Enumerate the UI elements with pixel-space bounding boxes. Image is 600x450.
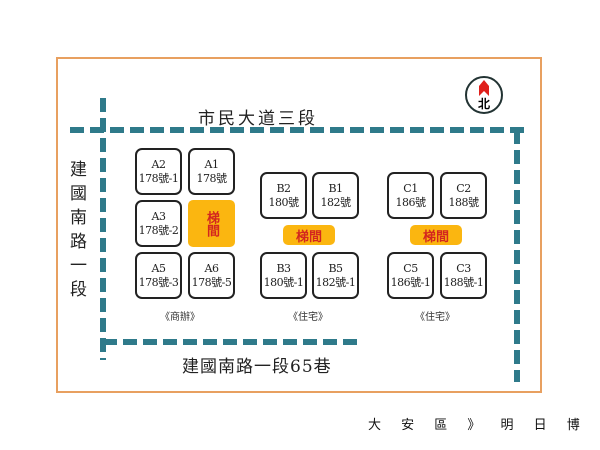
road-label-left: 建國南路一段 (70, 160, 87, 300)
north-label: 北 (477, 97, 490, 111)
road-bottom (103, 339, 357, 345)
stairwell-a: 梯間 (188, 200, 235, 247)
north-compass-icon: 北 (465, 76, 503, 114)
map-frame (56, 57, 542, 393)
road-right (514, 130, 520, 382)
road-left (100, 98, 106, 360)
road-label-top: 市民大道三段 (198, 109, 318, 129)
road-label-bottom: 建國南路一段65巷 (182, 357, 332, 377)
road-top (70, 127, 526, 133)
category-c: 《住宅》 (415, 312, 455, 323)
stairwell-b: 梯間 (283, 225, 335, 245)
category-a: 《商辦》 (160, 312, 200, 323)
stairwell-c: 梯間 (410, 225, 462, 245)
category-b: 《住宅》 (288, 312, 328, 323)
footer-credit: 大 安 區 》 明 日 博 (368, 418, 588, 433)
